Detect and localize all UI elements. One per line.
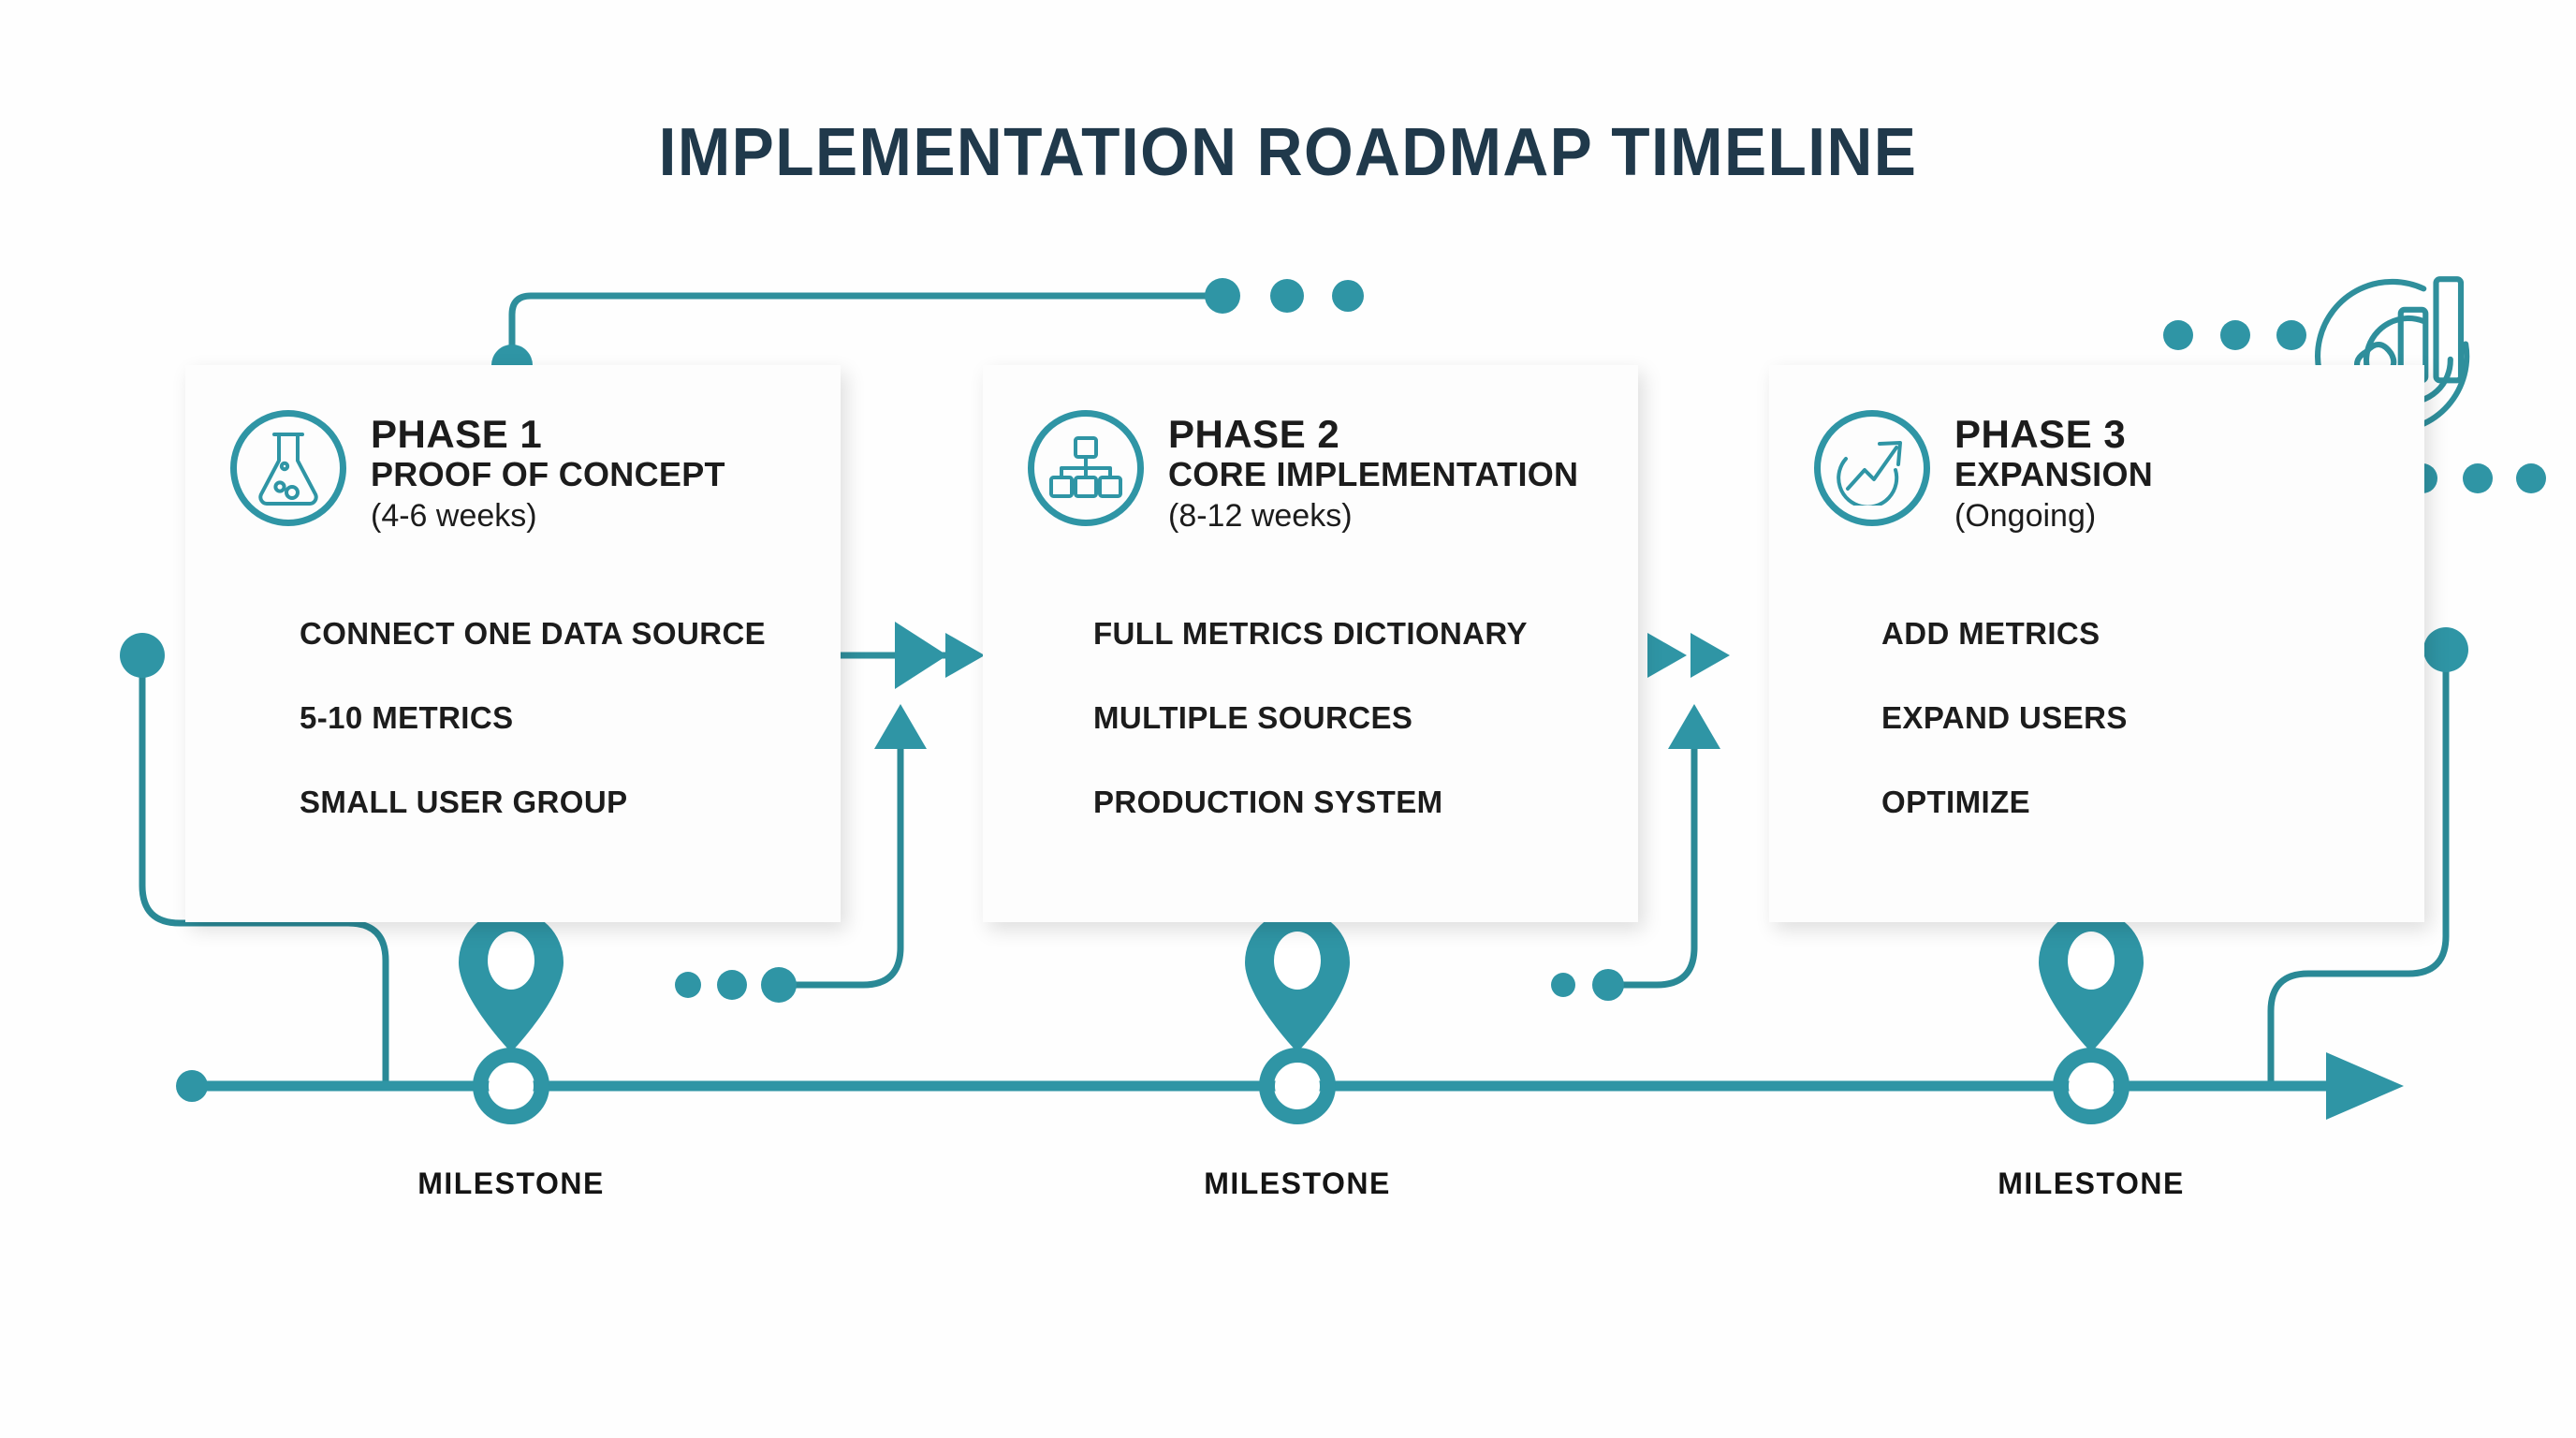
phase-card-title-block: PHASE 1 PROOF OF CONCEPT (4-6 weeks) [371,410,725,536]
ring-node-icon [1259,1048,1336,1124]
list-item: PRODUCTION SYSTEM [1093,785,1443,819]
phase-duration: (8-12 weeks) [1168,497,1353,534]
phase-name: PROOF OF CONCEPT [371,455,725,494]
milestone-label: MILESTONE [1204,1167,1391,1200]
phase-bullet-list: CONNECT ONE DATA SOURCE 5-10 METRICS SMA… [300,616,766,869]
phase-name: EXPANSION [1954,455,2154,494]
phase-card-2[interactable]: PHASE 2 CORE IMPLEMENTATION (8-12 weeks)… [983,365,1638,922]
phase-card-header: PHASE 3 EXPANSION (Ongoing) [1814,410,2153,536]
phase-card-3[interactable]: PHASE 3 EXPANSION (Ongoing) ADD METRICS … [1769,365,2424,922]
milestone-label: MILESTONE [417,1167,605,1200]
growth-arrow-icon [1814,410,1930,526]
list-item: OPTIMIZE [1881,785,2031,819]
ring-node-icon [473,1048,549,1124]
phase-bullet-list: FULL METRICS DICTIONARY MULTIPLE SOURCES… [1093,616,1528,869]
timeline-axis [176,1052,2404,1120]
flask-icon [230,410,346,526]
list-item: MULTIPLE SOURCES [1093,700,1413,735]
connector-arrow-2-3 [1647,633,1730,678]
phase-card-title-block: PHASE 3 EXPANSION (Ongoing) [1954,410,2153,536]
list-item: EXPAND USERS [1881,700,2128,735]
list-item: SMALL USER GROUP [300,785,628,819]
list-item: ADD METRICS [1881,616,2100,651]
phase-duration: (4-6 weeks) [371,497,537,534]
phase-label: PHASE 1 [371,412,543,456]
milestone-label: MILESTONE [1998,1167,2185,1200]
phase-bullet-list: ADD METRICS EXPAND USERS OPTIMIZE [1881,616,2128,869]
map-pin-icon [1245,910,1350,1052]
list-item: CONNECT ONE DATA SOURCE [300,616,767,651]
map-pin-icon [2039,910,2144,1052]
map-pin-icon [459,910,564,1052]
phase-label: PHASE 2 [1168,412,1340,456]
ring-node-icon [2053,1048,2130,1124]
list-item: 5-10 METRICS [300,700,514,735]
phase-card-title-block: PHASE 2 CORE IMPLEMENTATION (8-12 weeks) [1168,410,1578,536]
list-item: FULL METRICS DICTIONARY [1093,616,1528,651]
page-title: IMPLEMENTATION ROADMAP TIMELINE [658,115,1918,190]
top-right-dots-row [2163,320,2306,350]
phase-duration: (Ongoing) [1954,497,2097,534]
phase-card-header: PHASE 1 PROOF OF CONCEPT (4-6 weeks) [230,410,725,536]
phase-name: CORE IMPLEMENTATION [1168,455,1579,494]
connector-arrow-1-2 [841,622,985,689]
hierarchy-icon [1028,410,1144,526]
phase-label: PHASE 3 [1954,412,2127,456]
phase-card-1[interactable]: PHASE 1 PROOF OF CONCEPT (4-6 weeks) CON… [185,365,841,922]
phase-card-header: PHASE 2 CORE IMPLEMENTATION (8-12 weeks) [1028,410,1578,536]
